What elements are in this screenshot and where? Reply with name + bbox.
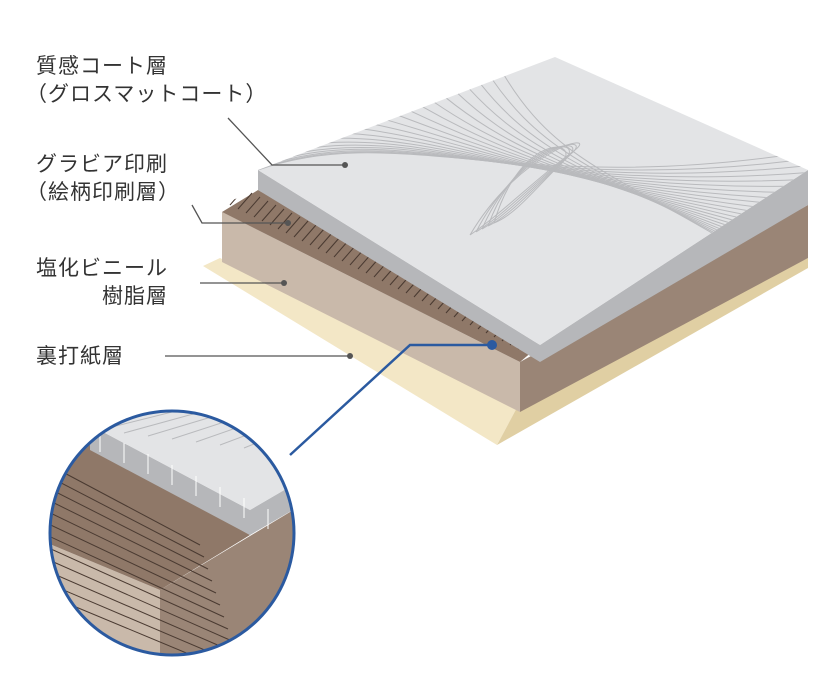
magnified-coat-side [250, 475, 294, 535]
label-print-line-2: （絵柄印刷層） [26, 180, 180, 204]
magnifier-ring [48, 409, 296, 657]
magnified-print-line [50, 507, 217, 594]
label-coat-layer: 質感コート層 （グロスマットコート） [26, 52, 267, 108]
grain-knot-line [469, 142, 581, 236]
print-grain-line [261, 204, 277, 222]
print-grain-line [269, 208, 285, 226]
vinyl-layer-front [222, 212, 520, 412]
label-backing-line-1: 裏打紙層 [36, 344, 124, 368]
grain-knot-line [487, 146, 570, 227]
print-grain-line [333, 240, 349, 258]
backing-paper-front [203, 258, 520, 445]
callout-connector [289, 343, 492, 456]
magnified-print-line [50, 567, 237, 654]
label-vinyl-layer: 塩化ビニール 樹脂層 [36, 254, 168, 310]
magnified-print-line [50, 531, 225, 618]
magnified-print-line [50, 495, 213, 582]
leader-vinyl-dot [281, 280, 287, 286]
magnified-print-grain [50, 459, 245, 655]
print-grain-line [293, 220, 309, 238]
backing-paper-side [497, 258, 808, 445]
print-grain-line [301, 224, 317, 242]
print-grain-line [277, 212, 293, 230]
leader-backing-dot [347, 353, 353, 359]
grain-line [363, 128, 808, 215]
print-grain-line [309, 228, 325, 246]
coat-layer-edge [258, 170, 540, 362]
grain-line [398, 114, 808, 237]
label-coat-line-1: 質感コート層 [36, 54, 168, 78]
label-vinyl-line-2: 樹脂層 [102, 284, 168, 308]
callout-dot [487, 340, 497, 350]
grain-knot-line [475, 143, 577, 233]
label-coat-line-2: （グロスマットコート） [26, 82, 268, 106]
print-layer [222, 190, 540, 362]
grain-line [374, 124, 808, 222]
magnified-coat-grain-line [219, 411, 294, 446]
print-grain-line [253, 200, 269, 218]
magnified-print-line [50, 519, 221, 606]
magnified-print-line [50, 483, 209, 570]
leader-coat-dot [342, 162, 348, 168]
print-grain-line [245, 196, 261, 214]
grain-knot-line [493, 146, 567, 224]
leader-coat [227, 117, 345, 166]
print-grain-line [285, 216, 301, 234]
vinyl-layer-side [520, 205, 808, 412]
leader-print [191, 204, 288, 224]
magnified-print-line [50, 555, 233, 642]
label-vinyl-line-1: 塩化ビニール [36, 256, 168, 280]
magnified-coat-grain-line [147, 411, 269, 437]
magnified-coat-grain-line [99, 411, 221, 431]
grain-knot-line [481, 145, 574, 230]
label-backing-layer: 裏打紙層 [36, 342, 124, 370]
leader-print-dot [285, 220, 291, 226]
print-grain-line [325, 236, 341, 254]
magnified-print-line [50, 471, 205, 558]
magnified-coat-grain-line [267, 411, 294, 452]
magnified-coat-edge [90, 425, 250, 535]
label-print-line-1: グラビア印刷 [36, 152, 168, 176]
magnified-print-line [50, 543, 229, 630]
label-print-layer: グラビア印刷 （絵柄印刷層） [26, 150, 180, 206]
coat-layer-side [540, 170, 808, 362]
grain-line [386, 119, 808, 230]
print-grain-line [237, 192, 253, 210]
print-grain-line [317, 232, 333, 250]
magnified-coat-grain-line [123, 411, 245, 434]
